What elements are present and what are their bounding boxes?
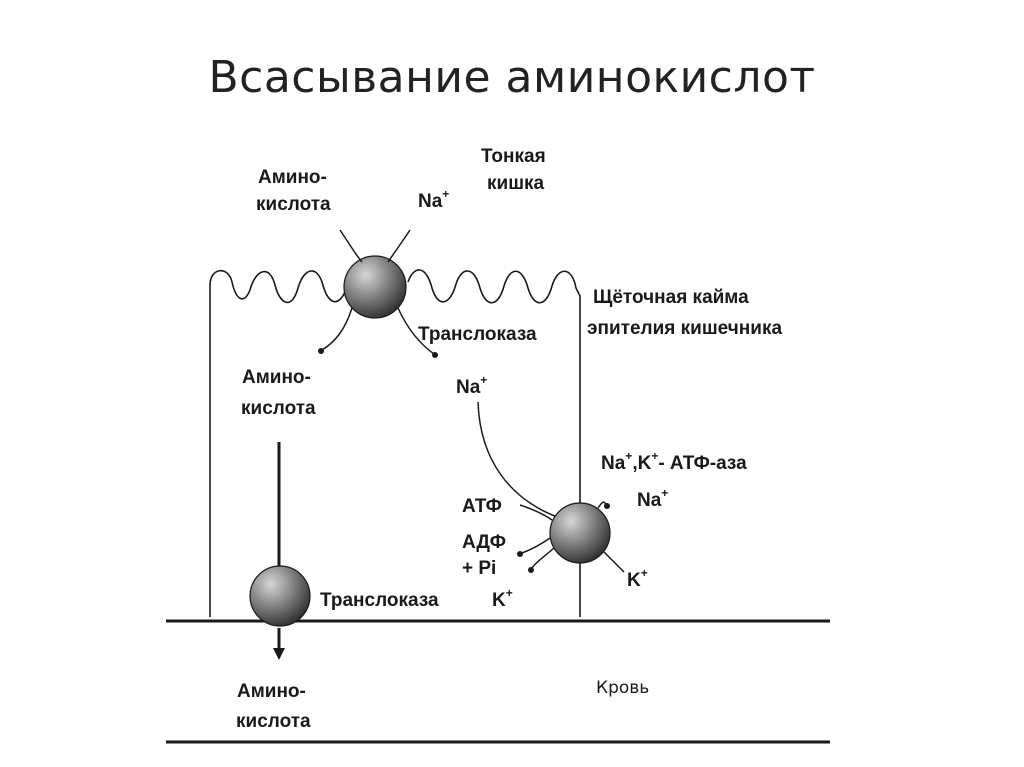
sodium-mid-label: Na+	[456, 373, 487, 398]
na-k-atpase-label: Na+,K+- АТФ-аза	[601, 449, 747, 474]
adp-label: АДФ	[462, 532, 506, 553]
slide-title: Всасывание аминокислот	[208, 52, 816, 103]
amino-acid-bottom-label-2: кислота	[236, 711, 311, 732]
amino-acid-mid-label-1: Амино-	[242, 367, 311, 388]
na-k-atpase-sphere	[549, 502, 611, 564]
small-intestine-label-1: Тонкая	[481, 146, 546, 167]
atp-label: АТФ	[462, 496, 502, 517]
sodium-pump-label: Na+	[637, 486, 668, 511]
amino-acid-bottom-label-1: Амино-	[237, 681, 306, 702]
potassium-pump-label: K+	[627, 566, 648, 591]
small-intestine-label-2: кишка	[487, 173, 545, 194]
translocase-bottom-label: Транслоказа	[320, 590, 439, 611]
amino-acid-top-label-1: Амино-	[258, 167, 327, 188]
sodium-exit-arrow	[397, 307, 435, 355]
cell-membrane-with-brush-border	[209, 269, 581, 617]
amino-acid-top-label-2: кислота	[256, 194, 331, 215]
amino-acid-entry-curve	[339, 229, 363, 263]
sodium-to-pump-curve	[477, 401, 561, 519]
phosphate-label: + Pi	[462, 558, 496, 579]
translocase-top-label: Транслоказа	[418, 324, 537, 345]
brush-border-label-1: Щёточная кайма	[593, 287, 749, 308]
sodium-entry-curve	[387, 229, 411, 263]
sodium-top-label: Na+	[418, 187, 449, 212]
translocase-top-sphere	[343, 255, 407, 319]
potassium-bottom-label: K+	[492, 586, 513, 611]
blood-label: Кровь	[596, 678, 649, 698]
amino-acid-mid-label-2: кислота	[241, 398, 316, 419]
brush-border-label-2: эпителия кишечника	[587, 318, 782, 339]
amino-acid-exit-arrow	[321, 307, 353, 351]
translocase-bottom-sphere	[249, 565, 311, 627]
